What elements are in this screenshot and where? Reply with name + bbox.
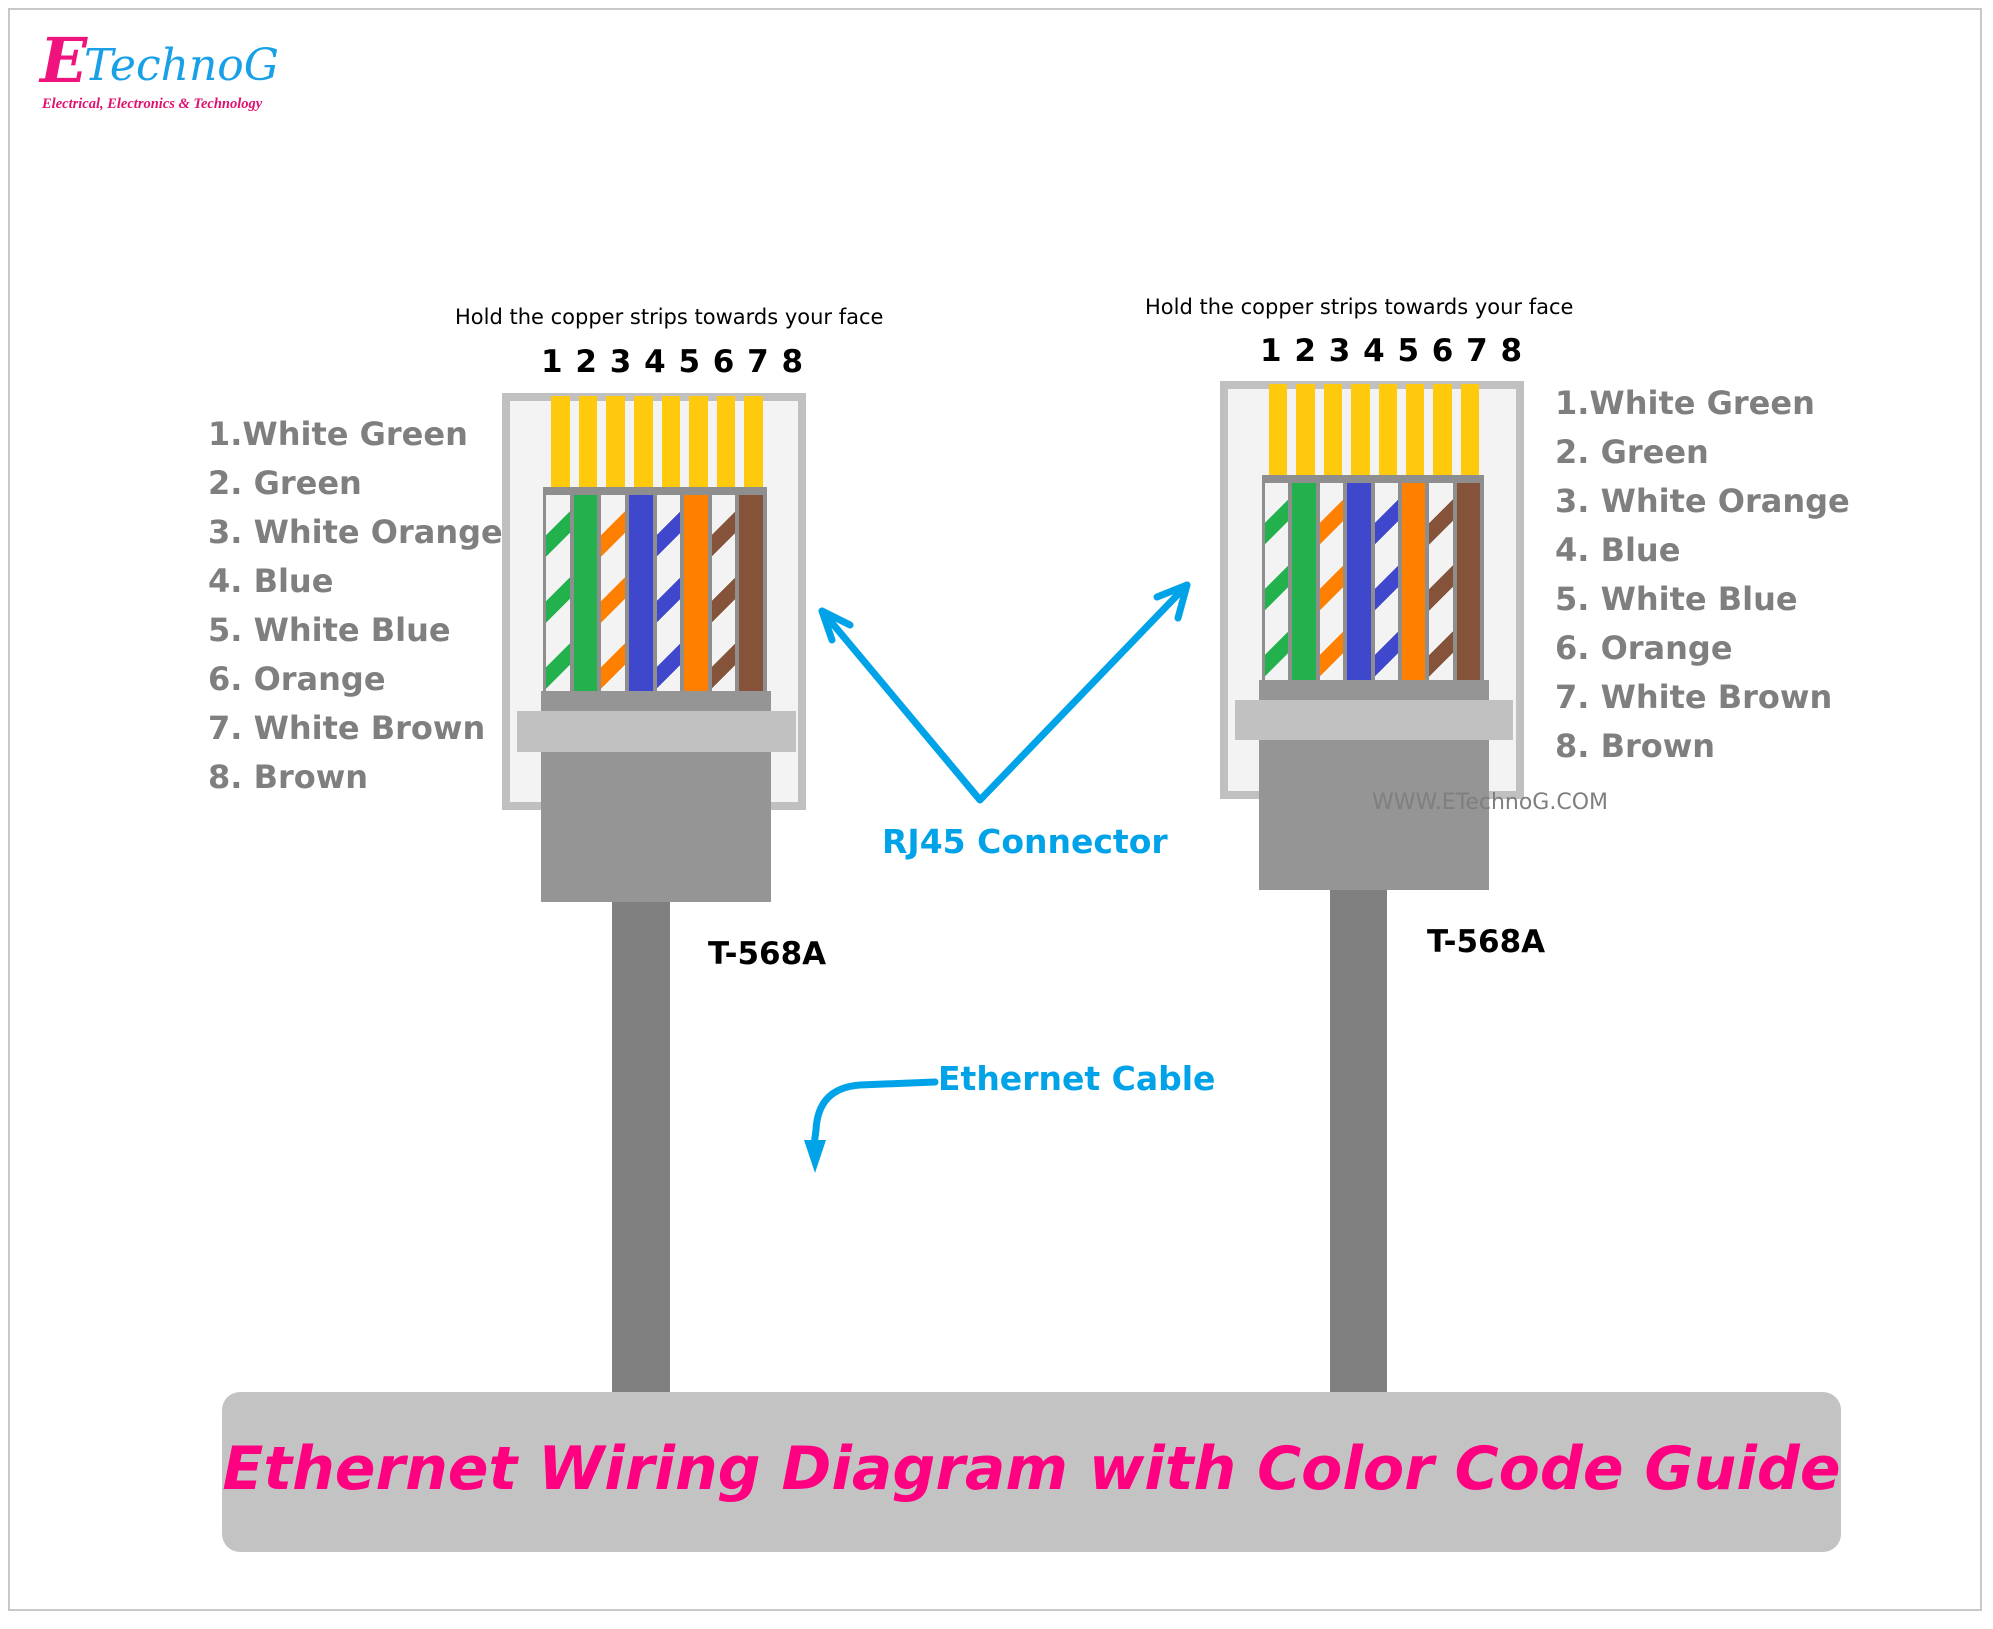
- contact-strip: [551, 396, 570, 488]
- standard-label: T-568A: [708, 936, 827, 972]
- ethernet-cable-label: Ethernet Cable: [938, 1059, 1216, 1098]
- connector-caption: Hold the copper strips towards your face: [1145, 295, 1574, 319]
- standard-label: T-568A: [1427, 924, 1546, 960]
- color-code-item: 2. Green: [208, 464, 362, 502]
- wire-bundle: [543, 487, 767, 695]
- color-code-item: 1.White Green: [1555, 384, 1815, 422]
- contact-strip: [1378, 384, 1397, 476]
- pin-numbers: 1 2 3 4 5 6 7 8: [541, 344, 805, 380]
- color-code-item: 3. White Orange: [1555, 482, 1850, 520]
- wire-white-green: [1265, 483, 1289, 683]
- logo-name: TechnoG: [84, 40, 279, 91]
- wire-white-blue: [656, 495, 681, 695]
- contact-strip: [1433, 384, 1452, 476]
- contact-strip: [1323, 384, 1343, 476]
- connector-boot: [541, 752, 771, 902]
- color-code-item: 4. Blue: [208, 562, 334, 600]
- color-code-item: 8. Brown: [208, 758, 369, 796]
- color-code-item: 7. White Brown: [1555, 678, 1833, 716]
- contact-strip: [1269, 384, 1288, 476]
- color-code-item: 5. White Blue: [1555, 580, 1798, 618]
- arrowhead-right-icon: [1153, 581, 1191, 622]
- color-code-item: 8. Brown: [1555, 727, 1716, 765]
- wire-white-green: [546, 495, 570, 695]
- rj45-arrow-left: [818, 581, 1191, 804]
- latch-collar: [1235, 700, 1513, 740]
- contact-strip: [744, 396, 763, 488]
- watermark-url: WWW.ETechnoG.COM: [1372, 790, 1609, 815]
- wire-green: [1292, 483, 1316, 683]
- pin-numbers: 1 2 3 4 5 6 7 8: [1260, 333, 1524, 369]
- diagram-title: Ethernet Wiring Diagram with Color Code …: [222, 1434, 1841, 1504]
- wire-orange: [1401, 483, 1426, 683]
- connector-boot: [1259, 740, 1489, 890]
- rj45-connector-label: RJ45 Connector: [882, 822, 1168, 861]
- contact-strip: [1460, 384, 1479, 476]
- title-banner: Ethernet Wiring Diagram with Color Code …: [222, 1392, 1841, 1552]
- contact-strip: [716, 396, 736, 488]
- wire-brown: [739, 495, 763, 695]
- latch-collar: [517, 711, 796, 752]
- color-code-item: 2. Green: [1555, 433, 1709, 471]
- logo-tagline: Electrical, Electronics & Technology: [42, 96, 263, 112]
- cable-arrowhead-icon: [804, 1140, 826, 1173]
- wire-brown: [1456, 483, 1480, 683]
- color-code-item: 7. White Brown: [208, 709, 486, 747]
- logo-initial: E: [40, 24, 88, 97]
- wire-white-orange: [601, 495, 625, 695]
- contact-strip: [633, 396, 653, 488]
- wire-blue: [1347, 483, 1371, 683]
- color-code-list: 1.White Green 2. Green 3. White Orange 4…: [208, 410, 503, 802]
- wire-white-brown: [711, 495, 736, 695]
- wire-blue: [628, 495, 653, 695]
- color-code-item: 6. Orange: [1555, 629, 1733, 667]
- wire-white-blue: [1374, 483, 1398, 683]
- arrowhead-left-icon: [818, 607, 854, 644]
- color-code-item: 1.White Green: [208, 415, 468, 453]
- contact-strip: [578, 396, 598, 488]
- color-code-list: 1.White Green 2. Green 3. White Orange 4…: [1555, 379, 1850, 771]
- contact-strip: [1405, 384, 1425, 476]
- contact-strip: [689, 396, 708, 488]
- contact-strip: [606, 396, 625, 488]
- contact-strip: [661, 396, 681, 488]
- color-code-item: 5. White Blue: [208, 611, 451, 649]
- wire-bundle: [1262, 475, 1484, 683]
- wire-green: [573, 495, 598, 695]
- color-code-item: 4. Blue: [1555, 531, 1681, 569]
- wire-white-brown: [1429, 483, 1453, 683]
- wire-orange: [684, 495, 708, 695]
- image-frame: [8, 8, 1982, 1611]
- connector-caption: Hold the copper strips towards your face: [455, 305, 884, 329]
- color-code-item: 6. Orange: [208, 660, 386, 698]
- cable-arrow: [810, 1078, 939, 1149]
- color-code-item: 3. White Orange: [208, 513, 503, 551]
- contact-strip: [1296, 384, 1315, 476]
- contact-strip: [1351, 384, 1370, 476]
- wire-white-orange: [1319, 483, 1344, 683]
